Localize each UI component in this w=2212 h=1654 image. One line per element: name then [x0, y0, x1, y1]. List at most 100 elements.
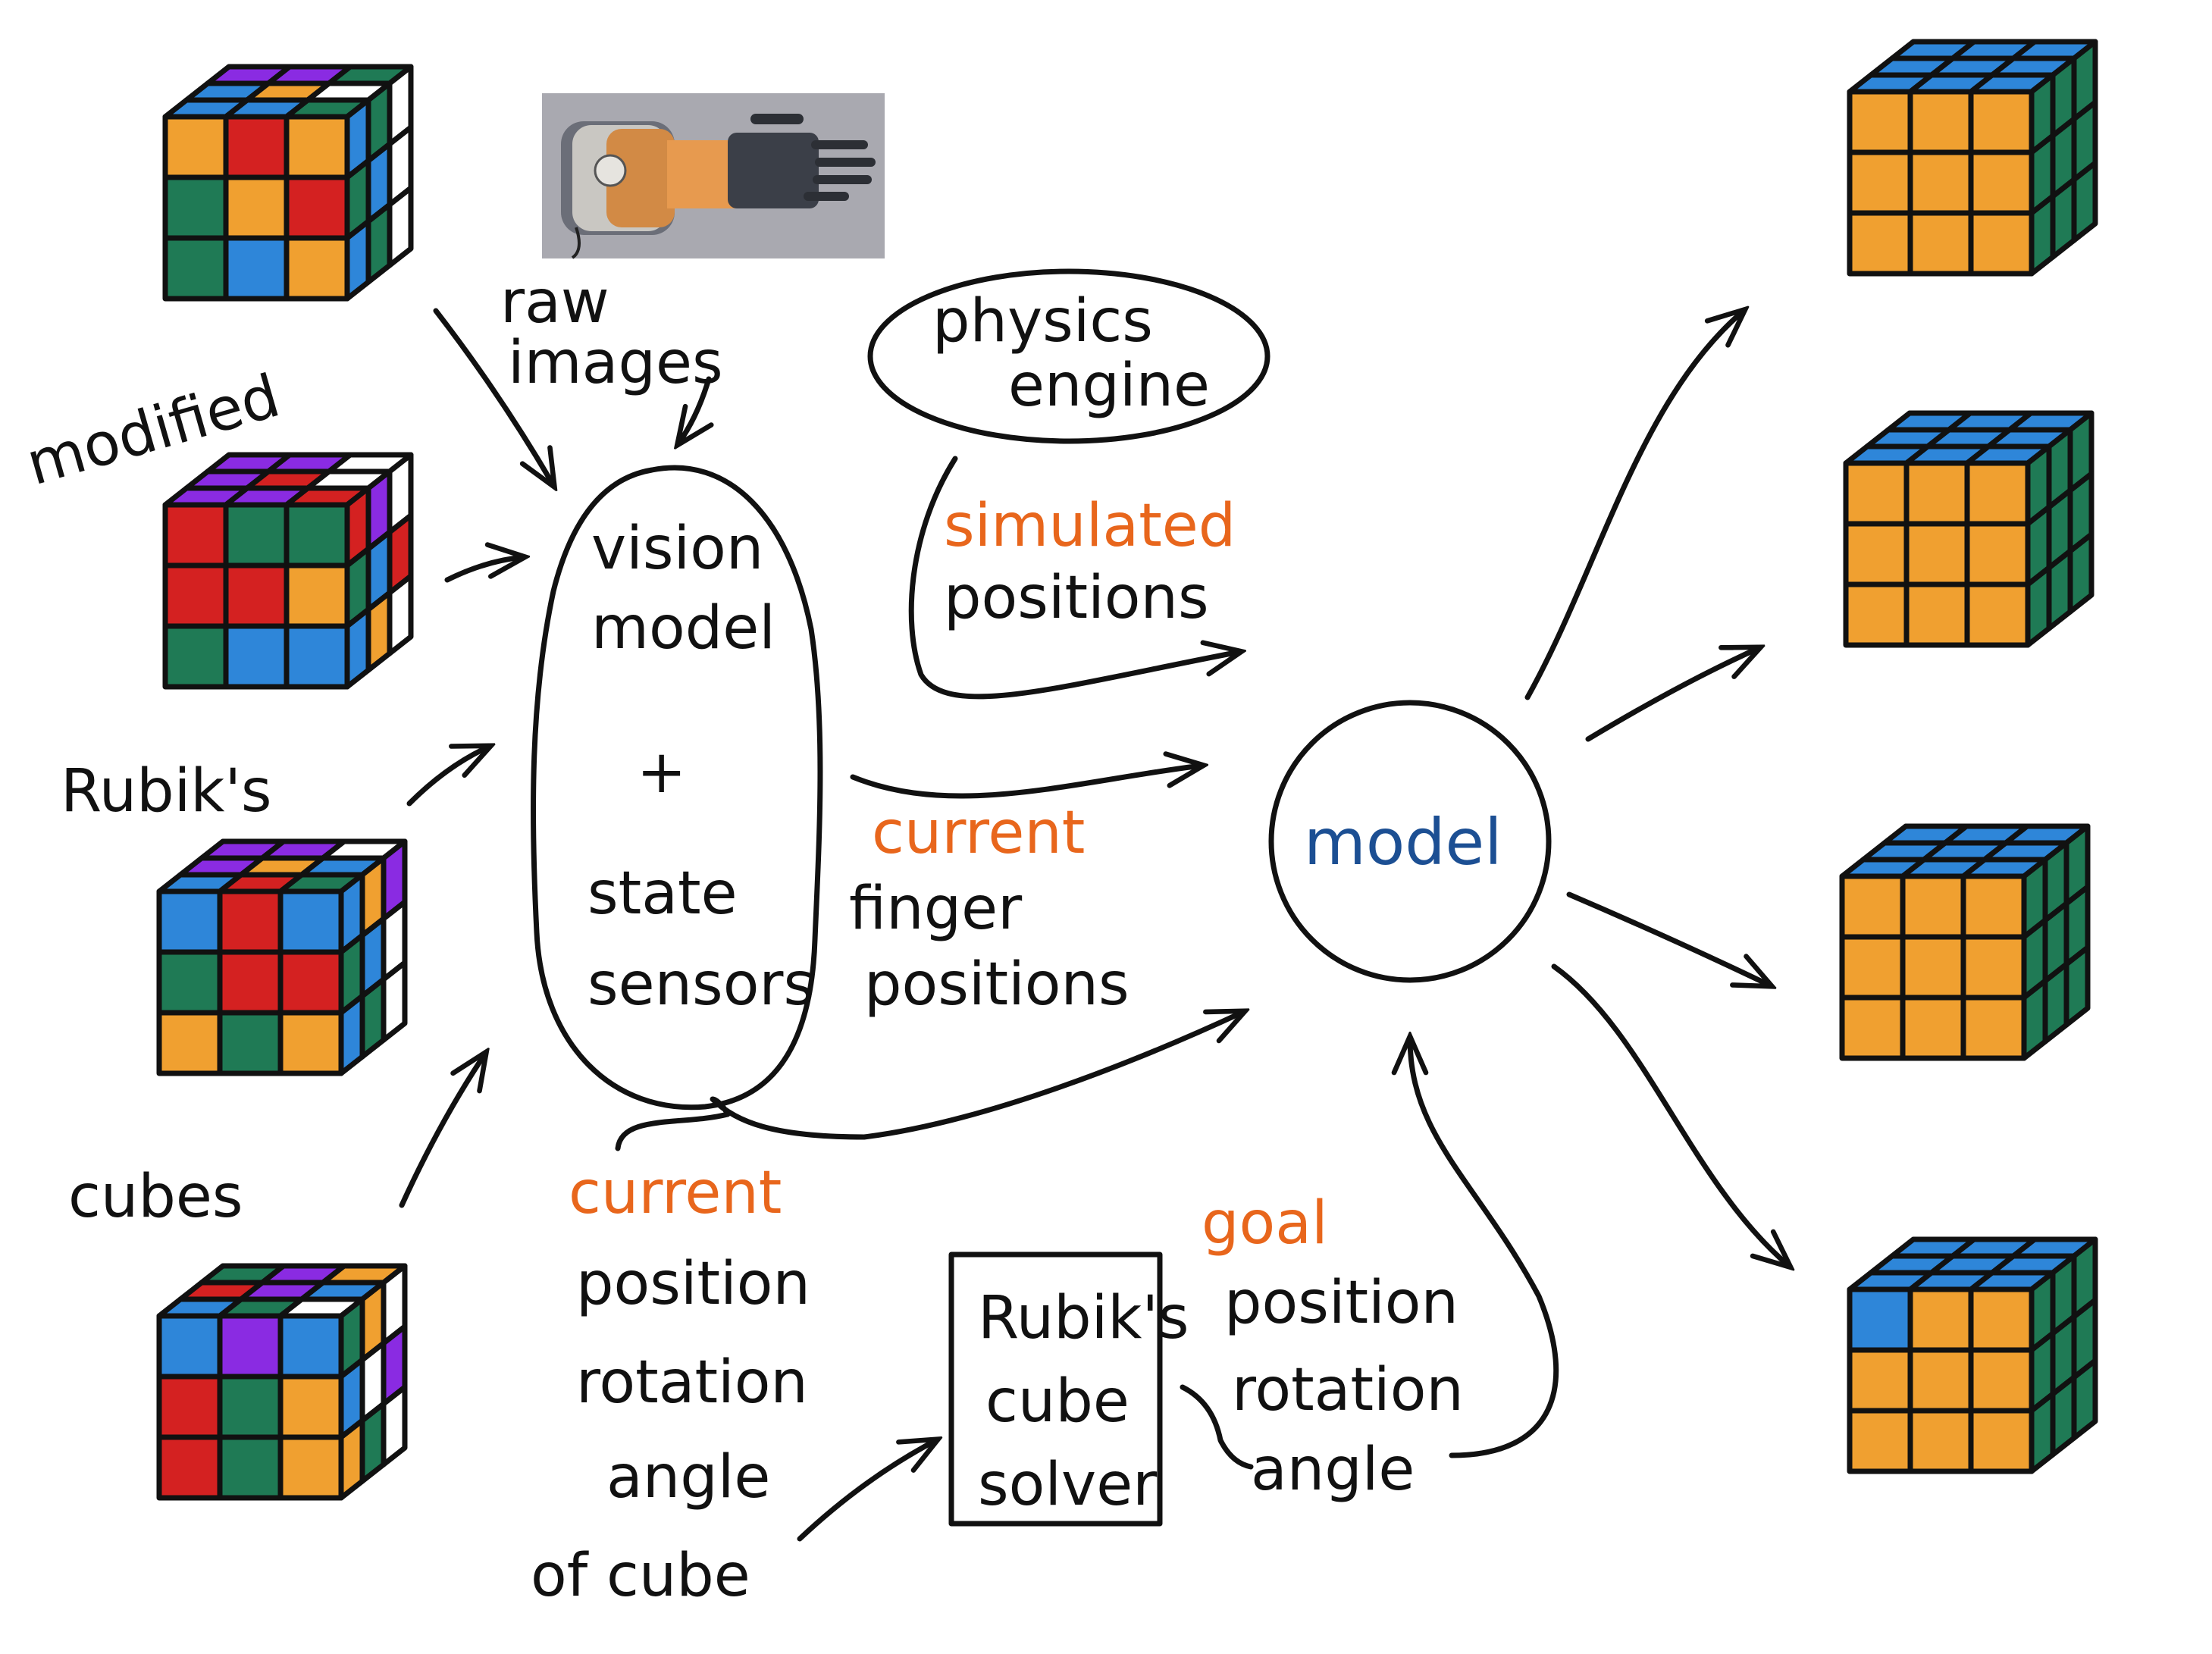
cube-1-front-cell — [223, 114, 290, 180]
goal-line2: position — [1224, 1269, 1458, 1337]
cube-2-front-cell — [223, 562, 290, 629]
cube-1-front-cell — [223, 235, 290, 302]
current-cube-line2: position — [576, 1250, 810, 1318]
cube-5-front-cell — [1847, 210, 1913, 277]
cube-4-front-cell — [277, 1434, 344, 1501]
arrow-model-to-cube-out4 — [1551, 963, 1789, 1266]
cube-6-front-cell — [1903, 521, 1970, 587]
cube-4-front-cell — [217, 1434, 284, 1501]
cube-2-front-cell — [284, 562, 350, 629]
arrow-physics-to-model — [908, 456, 1239, 700]
cube-7-side-cell — [2021, 978, 2048, 1061]
cube-8-front-cell — [1968, 1408, 2035, 1474]
cube-3-front-cell — [156, 949, 223, 1016]
cube-3-front-cell — [217, 949, 284, 1016]
cube-8-side-cell — [2071, 1358, 2098, 1441]
robot-hand-photo — [542, 93, 885, 259]
arrow-cube2-to-vision — [444, 557, 523, 583]
cube-6-side-cell — [2067, 531, 2095, 615]
cube-2-side-cell — [344, 606, 371, 690]
simulated-highlight: simulated — [944, 492, 1236, 560]
simulated-line2: positions — [944, 564, 1209, 632]
cube-7-front-cell — [1900, 934, 1966, 1001]
cube-3-front-cell — [217, 888, 284, 955]
cube-group — [156, 39, 2098, 1501]
current-cube-line4: angle — [606, 1443, 770, 1511]
cube-1-front-cell — [162, 114, 229, 180]
cube-8-front-cell — [1907, 1286, 1974, 1353]
cube-3-front-cell — [156, 888, 223, 955]
cube-7-front-cell — [1960, 873, 2027, 940]
cube-5-front-cell — [1847, 89, 1913, 155]
cube-8-front-cell — [1847, 1347, 1913, 1414]
solver-brace — [1180, 1384, 1254, 1470]
cube-7-front-cell — [1900, 995, 1966, 1061]
current-cube-line3: rotation — [576, 1349, 808, 1417]
cube-7-front-cell — [1900, 873, 1966, 940]
cube-6-front-cell — [1843, 521, 1910, 587]
cube-2-side-cell — [365, 590, 393, 673]
cube-3-front-cell — [277, 888, 344, 955]
vision-line-state: state — [587, 860, 738, 928]
cube-5-front-cell — [1968, 89, 2035, 155]
label-rubiks: Rubik's — [61, 757, 272, 825]
cube-6-side-cell — [2025, 565, 2052, 648]
cube-4-front-cell — [156, 1374, 223, 1440]
cube-2-front-cell — [223, 502, 290, 569]
cube-4-side-cell — [359, 1401, 387, 1484]
cube-7-side-cell — [2042, 961, 2069, 1045]
cube-8-side-cell — [2029, 1391, 2056, 1474]
finger-line2: finger — [849, 875, 1023, 943]
cube-8-front-cell — [1847, 1408, 1913, 1474]
goal-line3: rotation — [1232, 1356, 1464, 1424]
cube-8-front-cell — [1968, 1286, 2035, 1353]
vision-model-shape — [531, 465, 823, 1110]
cube-6-front-cell — [1843, 460, 1910, 527]
arrow-raw-images-to-vision — [678, 376, 709, 443]
finger-highlight: current — [872, 799, 1085, 867]
cube-2-front-cell — [162, 623, 229, 690]
cube-5-front-cell — [1907, 210, 1974, 277]
cube-6-front-cell — [1843, 581, 1910, 648]
arrow-vision-to-model-finger — [850, 766, 1202, 799]
cube-6-front-cell — [1964, 521, 2031, 587]
arrow-model-to-cube-out2 — [1585, 648, 1759, 742]
cube-3-side-cell — [381, 960, 408, 1043]
label-images: images — [508, 329, 723, 397]
physics-line2: engine — [1008, 352, 1210, 420]
cube-2-front-cell — [162, 562, 229, 629]
solver-box — [948, 1251, 1163, 1527]
vision-plus: + — [637, 738, 686, 807]
cube-2-side-cell — [387, 573, 414, 656]
cube-4-front-cell — [277, 1374, 344, 1440]
cube-1-front-cell — [162, 235, 229, 302]
cube-7-front-cell — [1839, 995, 1906, 1061]
cube-6-front-cell — [1903, 460, 1970, 527]
cube-5-front-cell — [1907, 149, 1974, 216]
cube-3-side-cell — [338, 993, 365, 1076]
cube-2-front-cell — [284, 502, 350, 569]
arrow-vision-to-model-cube — [615, 1012, 1243, 1151]
cube-1-front-cell — [162, 174, 229, 241]
vision-line-sensors: sensors — [587, 951, 814, 1019]
cube-1-side-cell — [344, 218, 371, 302]
cube-4-side-cell — [338, 1417, 365, 1501]
cube-8-front-cell — [1907, 1408, 1974, 1474]
cube-4-front-cell — [217, 1313, 284, 1380]
cube-4-front-cell — [217, 1374, 284, 1440]
cube-1-front-cell — [284, 114, 350, 180]
cube-4-front-cell — [156, 1434, 223, 1501]
arrow-cube1-to-vision — [433, 308, 553, 485]
finger-line3: positions — [864, 951, 1129, 1019]
cube-3-front-cell — [277, 1010, 344, 1076]
cube-1-front-cell — [284, 174, 350, 241]
cube-2-front-cell — [162, 502, 229, 569]
arrow-cube4-to-vision — [399, 1054, 485, 1208]
cube-5-side-cell — [2029, 193, 2056, 277]
cube-8-front-cell — [1968, 1347, 2035, 1414]
cube-6-side-cell — [2046, 548, 2073, 631]
cube-7-front-cell — [1960, 934, 2027, 1001]
cube-1-side-cell — [387, 185, 414, 268]
cube-3-front-cell — [217, 1010, 284, 1076]
vision-line-model: model — [591, 594, 775, 663]
